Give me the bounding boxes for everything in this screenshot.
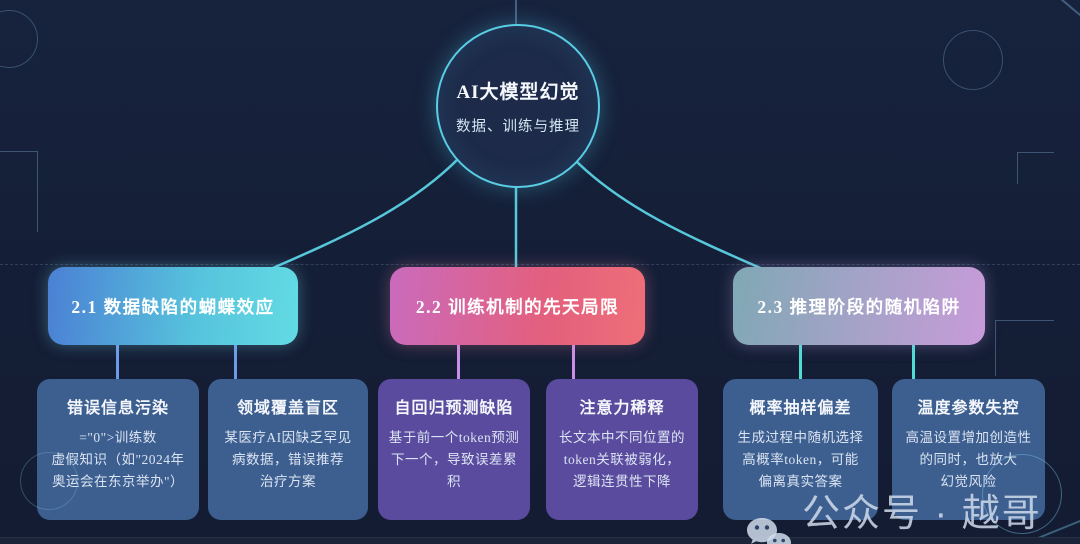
card-title: 领域覆盖盲区 <box>236 400 339 417</box>
card-title: 温度参数失控 <box>917 400 1020 417</box>
connector-stub <box>234 345 237 380</box>
connector-stub <box>457 345 460 380</box>
connector-stub <box>572 345 575 380</box>
watermark-text: 公众号 · 越哥聊AI <box>802 493 1042 535</box>
bottom-strip <box>0 537 1080 544</box>
deco-bracket-left <box>0 151 38 232</box>
deco-bracket-right <box>995 320 1054 376</box>
wechat-icon <box>744 516 792 544</box>
card-misinformation: 错误信息污染 ="0">训练数 虚假知识（如"2024年 奥运会在东京举办"） <box>37 379 199 520</box>
deco-circle-bottom-right <box>982 454 1062 534</box>
deco-bracket-top-right <box>1017 152 1054 184</box>
card-body: ="0">训练数 虚假知识（如"2024年 奥运会在东京举办"） <box>51 430 185 489</box>
connector-stub <box>912 345 915 380</box>
card-title: 概率抽样偏差 <box>749 400 852 417</box>
card-body: 长文本中不同位置的 token关联被弱化， 逻辑连贯性下降 <box>559 430 685 489</box>
root-subtitle: 数据、训练与推理 <box>456 118 580 135</box>
deco-dashed-line <box>0 264 1080 265</box>
card-autoregressive-defect: 自回归预测缺陷 基于前一个token预测 下一个，导致误差累积 <box>378 379 530 520</box>
branch-training-limits: 2.2 训练机制的先天局限 <box>390 267 645 345</box>
card-body: 某医疗AI因缺乏罕见 病数据，错误推荐 治疗方案 <box>224 430 352 489</box>
root-node: AI大模型幻觉 数据、训练与推理 <box>436 24 600 188</box>
connector-stub <box>116 345 119 380</box>
card-title: 错误信息污染 <box>66 400 169 417</box>
card-body: 生成过程中随机选择 高概率token，可能 偏离真实答案 <box>737 430 864 489</box>
card-body: 基于前一个token预测 下一个，导致误差累积 <box>388 430 520 489</box>
card-attention-dilution: 注意力稀释 长文本中不同位置的 token关联被弱化， 逻辑连贯性下降 <box>546 379 698 520</box>
watermark: 公众号 · 越哥聊AI <box>744 482 1080 544</box>
card-title: 自回归预测缺陷 <box>394 400 514 417</box>
root-title: AI大模型幻觉 <box>456 81 580 103</box>
branch-inference-traps: 2.3 推理阶段的随机陷阱 <box>733 267 985 345</box>
connector-stub <box>799 345 802 380</box>
deco-circle-top-right <box>943 30 1003 90</box>
deco-circle-bottom-left <box>20 452 78 510</box>
card-domain-blindspot: 领域覆盖盲区 某医疗AI因缺乏罕见 病数据，错误推荐 治疗方案 <box>208 379 368 520</box>
card-sampling-bias: 概率抽样偏差 生成过程中随机选择 高概率token，可能 偏离真实答案 <box>723 379 878 520</box>
card-title: 注意力稀释 <box>579 400 665 417</box>
branch-data-defects: 2.1 数据缺陷的蝴蝶效应 <box>48 267 298 345</box>
